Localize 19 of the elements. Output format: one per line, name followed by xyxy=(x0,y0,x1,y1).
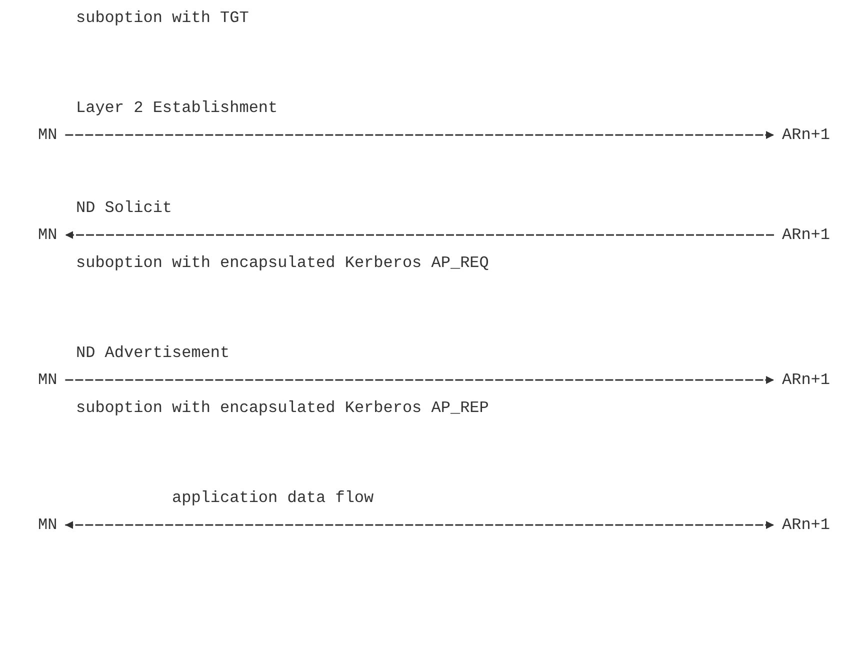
node-label: MN xyxy=(38,512,58,538)
note-text: suboption with TGT xyxy=(76,8,249,29)
node-label: MN xyxy=(38,367,58,393)
note-text: suboption with encapsulated Kerberos AP_REQ xyxy=(76,253,489,274)
node-label: ARn+1 xyxy=(782,122,830,148)
node-label: ARn+1 xyxy=(782,222,830,248)
node-label: MN xyxy=(38,122,58,148)
edge-label: Layer 2 Establishment xyxy=(76,98,278,119)
edge-label: application data flow xyxy=(172,488,374,509)
arrow xyxy=(65,521,774,529)
arrow xyxy=(65,131,774,139)
node-label: ARn+1 xyxy=(782,367,830,393)
edge-label: ND Advertisement xyxy=(76,343,230,364)
note-text: suboption with encapsulated Kerberos AP_REP xyxy=(76,398,489,419)
arrow xyxy=(65,231,774,239)
node-label: MN xyxy=(38,222,58,248)
node-label: ARn+1 xyxy=(782,512,830,538)
arrow xyxy=(65,376,774,384)
edge-label: ND Solicit xyxy=(76,198,172,219)
